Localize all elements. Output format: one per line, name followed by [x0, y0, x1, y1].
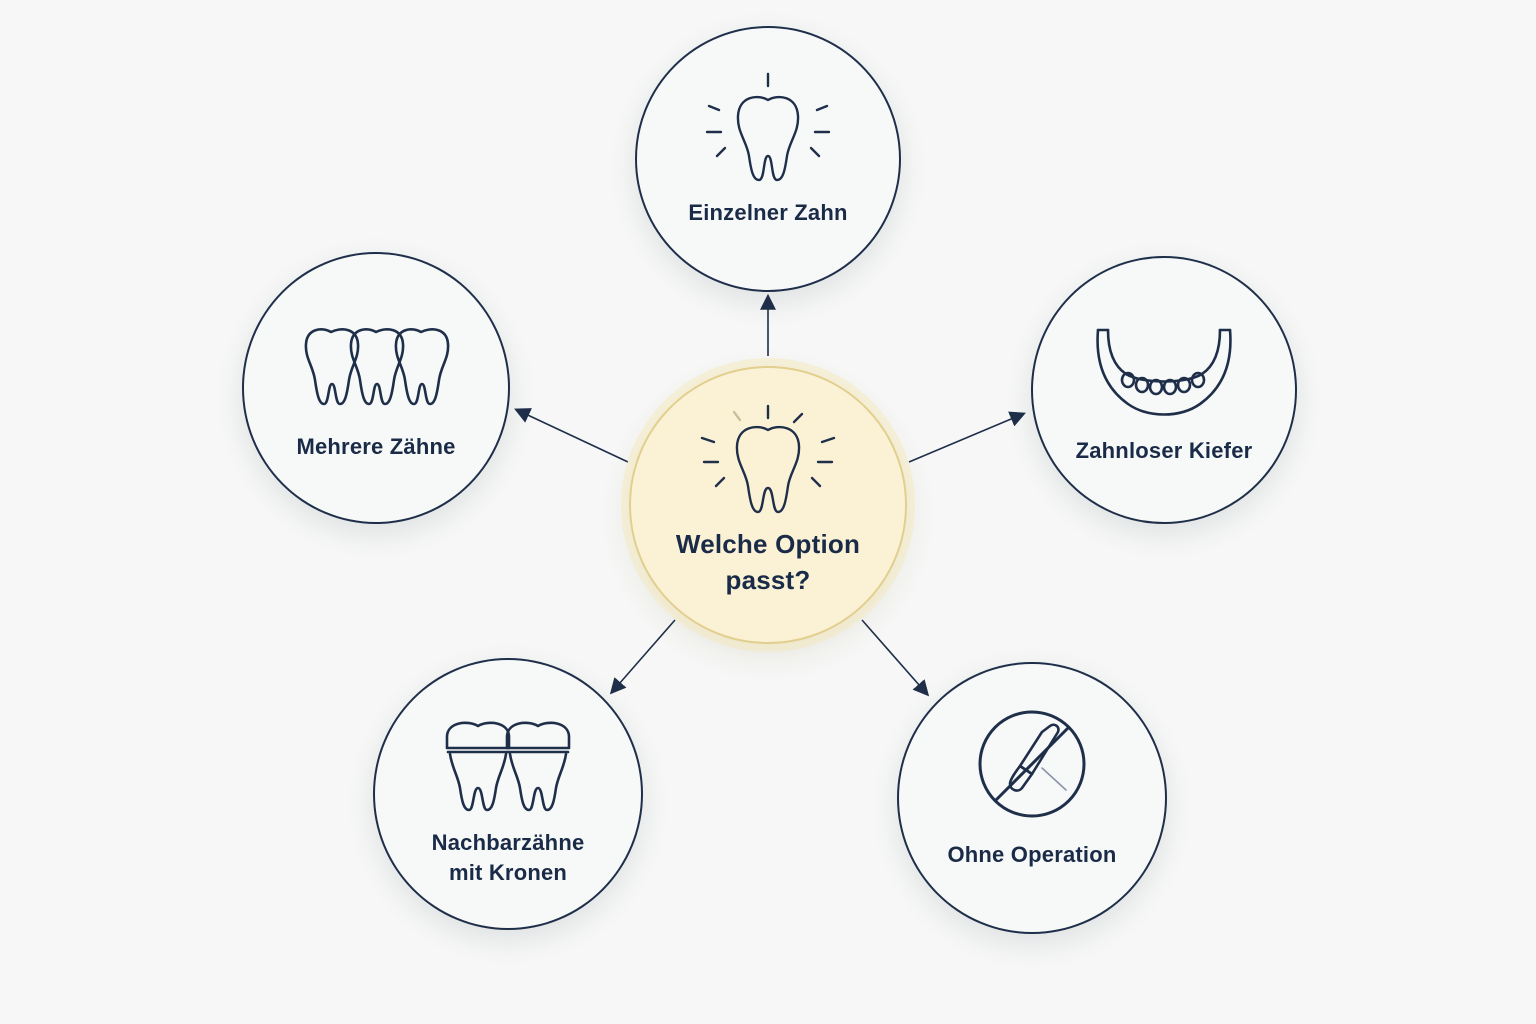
center-question-line-1: Welche Option: [675, 529, 861, 559]
center-question-label: Welche Option passt?: [631, 526, 905, 598]
no-scalpel-icon: [899, 708, 1165, 820]
three-teeth-icon: [244, 324, 508, 408]
center-question-line-2: passt?: [725, 565, 811, 595]
option-label-line-1: Nachbarzähne: [431, 830, 585, 855]
option-label: Nachbarzähne mit Kronen: [375, 828, 641, 888]
option-label-line-2: mit Kronen: [448, 860, 568, 885]
arrow-to-mehrere-zaehne: [514, 408, 629, 463]
option-einzelner-zahn[interactable]: Einzelner Zahn: [635, 26, 901, 292]
option-label: Mehrere Zähne: [296, 434, 456, 459]
arrow-to-ohne-operation: [861, 619, 930, 697]
option-ohne-operation[interactable]: Ohne Operation: [897, 662, 1167, 934]
edentulous-jaw-icon: [1033, 324, 1295, 420]
option-mehrere-zaehne[interactable]: Mehrere Zähne: [242, 252, 510, 524]
tooth-sparkle-icon: [637, 72, 899, 184]
crowned-teeth-icon: [375, 718, 641, 814]
option-zahnloser-kiefer[interactable]: Zahnloser Kiefer: [1031, 256, 1297, 524]
option-label: Zahnloser Kiefer: [1075, 438, 1253, 463]
option-nachbarzaehne-mit-kronen[interactable]: Nachbarzähne mit Kronen: [373, 658, 643, 930]
tooth-sparkle-icon: [631, 402, 905, 518]
option-label: Ohne Operation: [947, 842, 1117, 867]
center-question-node: Welche Option passt?: [629, 366, 907, 644]
option-label: Einzelner Zahn: [688, 200, 848, 225]
arrow-to-nachbarzaehne: [609, 619, 676, 695]
arrow-to-zahnloser-kiefer: [908, 411, 1026, 463]
